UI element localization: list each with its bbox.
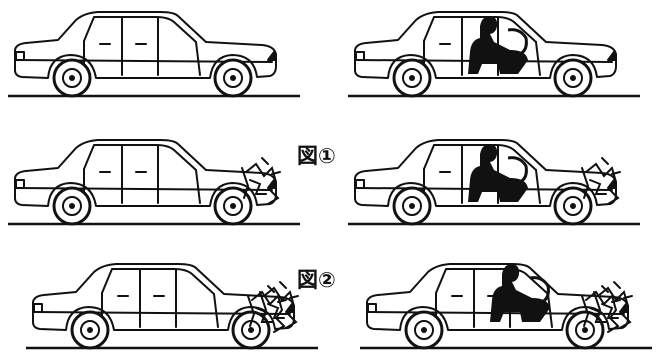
car-front-crushed-left (8, 140, 300, 224)
car-front-crushed-with-occupant (348, 140, 640, 224)
car-severe-crush-left (26, 264, 318, 348)
car-intact-left (8, 12, 300, 96)
figure-label-1: 図① (297, 146, 336, 167)
car-severe-crush-with-occupant (360, 264, 652, 348)
figure-label-2: 図② (297, 270, 336, 291)
car-intact-with-occupant (348, 12, 640, 96)
